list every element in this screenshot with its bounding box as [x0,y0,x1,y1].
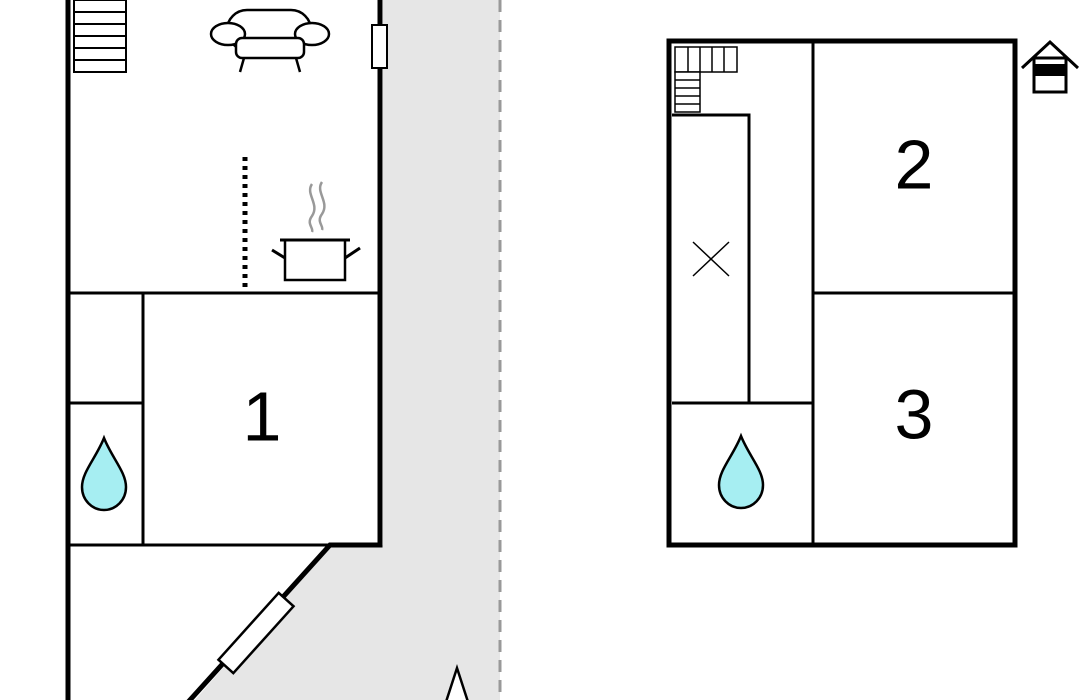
upper-floor: 2 3 [666,38,1018,548]
north-arrow-icon [445,663,469,700]
cross-icon [692,241,730,277]
water-drop-icon [80,434,128,512]
room-1-label: 1 [243,377,282,455]
sofa-icon [209,8,331,73]
window-icon [371,24,388,69]
cooking-pot-icon [271,181,361,282]
room-3-label: 3 [895,375,934,453]
room-2-label: 2 [895,125,934,203]
street-area [195,0,500,700]
stairs-icon [73,0,127,73]
water-drop-icon [717,432,765,510]
door-icon [216,591,296,675]
house-icon [1020,39,1080,94]
stairs-icon [674,46,738,113]
closet-wall [672,113,751,403]
ground-floor: 1 [65,0,469,700]
